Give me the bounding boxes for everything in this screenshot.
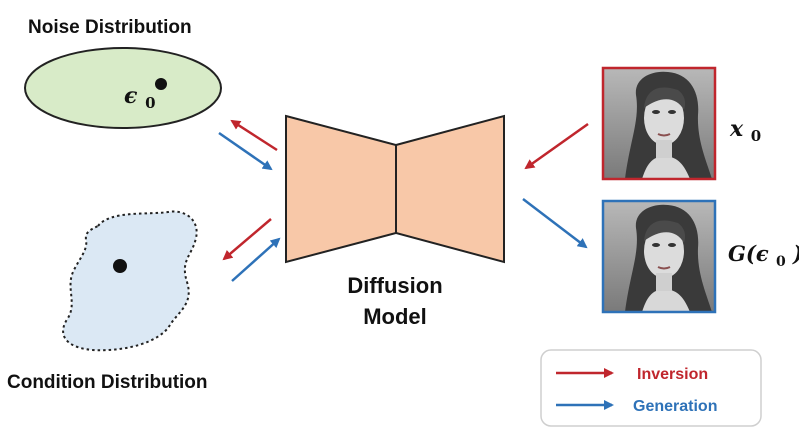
x0-subscript: 0 <box>751 127 761 145</box>
generation-arrow-from-condition <box>231 237 281 282</box>
x0-label: x 0 <box>729 116 761 145</box>
inversion-arrow-to-noise <box>230 119 278 152</box>
model-label-line2: Model <box>363 304 427 329</box>
epsilon-label: ϵ 0 <box>124 83 156 112</box>
g-epsilon-label: G(ϵ 0 ) <box>728 241 799 271</box>
generation-arrow-from-noise <box>218 131 273 171</box>
noise-distribution-title: Noise Distribution <box>28 17 192 38</box>
generated-frame <box>601 199 717 314</box>
x0-symbol: x <box>729 116 744 142</box>
model-label-line1: Diffusion <box>347 273 442 298</box>
legend-box <box>540 349 762 427</box>
diffusion-model-decoder <box>395 114 505 264</box>
condition-distribution-blob <box>62 210 198 352</box>
condition-sample-dot <box>113 259 127 273</box>
diffusion-model-encoder <box>285 114 397 264</box>
epsilon-symbol: ϵ <box>124 83 138 109</box>
g-epsilon-prefix: G(ϵ <box>728 241 769 266</box>
inversion-arrow-from-x0 <box>524 122 589 170</box>
g-epsilon-subscript: 0 <box>776 254 786 270</box>
noise-sample-dot <box>155 78 167 90</box>
generation-arrow-to-output <box>522 198 588 249</box>
g-epsilon-suffix: ) <box>792 241 799 266</box>
condition-distribution-title: Condition Distribution <box>7 372 208 393</box>
epsilon-subscript: 0 <box>145 94 155 112</box>
noise-distribution-ellipse <box>24 47 222 129</box>
x0-portrait-image <box>603 68 715 179</box>
x0-frame <box>601 66 717 181</box>
legend-generation-label: Generation <box>633 398 717 415</box>
legend-inversion-label: Inversion <box>637 366 708 383</box>
inversion-arrow-to-condition <box>222 218 272 261</box>
generated-portrait-image <box>603 201 715 312</box>
